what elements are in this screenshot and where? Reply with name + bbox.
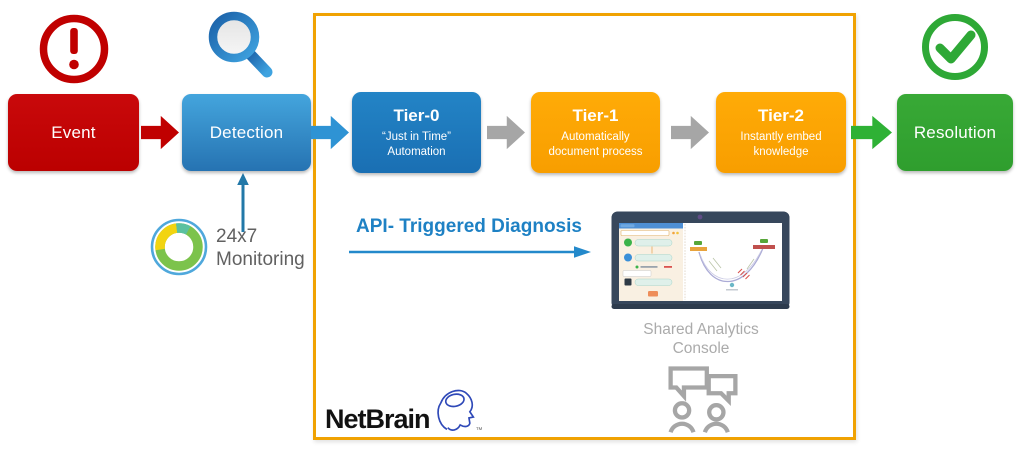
tier0-box: Tier-0 “Just in Time” Automation [352, 92, 481, 173]
tier1-box: Tier-1 Automatically document process [531, 92, 660, 173]
alert-icon [35, 10, 113, 93]
netbrain-tm: ™ [475, 427, 483, 434]
resolution-box: Resolution [897, 94, 1013, 171]
console-caption-line1: Shared Analytics [643, 321, 759, 338]
netbrain-head-icon [432, 385, 476, 440]
arrow-event-to-detection [141, 115, 179, 150]
tier1-subtitle: Automatically document process [548, 131, 643, 158]
monitoring-label-line1: 24x7 [216, 226, 258, 247]
console-caption-line2: Console [672, 340, 730, 358]
console-caption: Shared Analytics Console [613, 320, 789, 359]
api-diagnosis-label: API- Triggered Diagnosis [356, 216, 582, 237]
detection-box: Detection [182, 94, 311, 171]
tier1-title: Tier-1 [572, 106, 619, 126]
check-icon [917, 9, 993, 90]
tier0-title: Tier-0 [393, 106, 440, 126]
people-chat-icon [663, 362, 743, 439]
event-label: Event [51, 122, 96, 142]
api-diagnosis-arrow [348, 245, 592, 264]
resolution-label: Resolution [913, 122, 997, 142]
monitoring-label: 24x7 Monitoring [216, 225, 336, 271]
monitoring-to-detection-arrow [236, 172, 250, 239]
search-icon [200, 6, 280, 91]
event-box: Event [8, 94, 139, 171]
arrow-tier2-to-resolution [851, 115, 892, 150]
monitoring-ring-icon [148, 216, 210, 283]
tier2-title: Tier-2 [758, 106, 804, 126]
tier2-box: Tier-2 Instantly embed knowledge [716, 92, 846, 173]
netbrain-logo: NetBrain ™ [325, 385, 483, 440]
analytics-console-screenshot [611, 211, 790, 317]
detection-label: Detection [209, 122, 284, 142]
monitoring-label-line2: Monitoring [216, 249, 305, 271]
netbrain-logo-text: NetBrain [325, 403, 431, 434]
tier2-subtitle: Instantly embed knowledge [740, 131, 822, 158]
tier0-subtitle: “Just in Time” Automation [381, 131, 451, 158]
